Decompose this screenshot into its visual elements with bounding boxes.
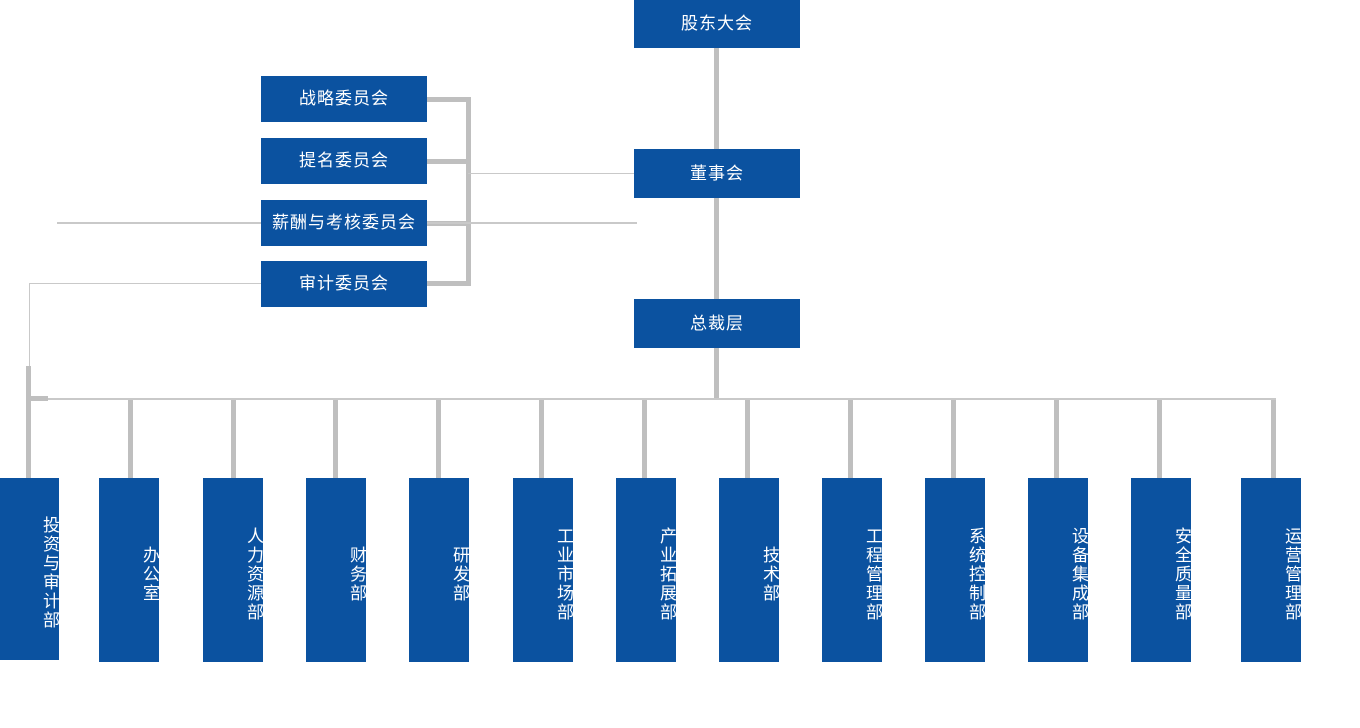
node-committee-nomination[interactable]: 提名委员会 [261,138,427,184]
connector-audit-to-left-rail [29,283,261,284]
node-committee-audit[interactable]: 审计委员会 [261,261,427,307]
node-dept-industry-expansion[interactable]: 产业拓展部 [616,478,676,662]
connector-board-to-president [714,196,719,300]
connector-drop-dept-13 [1271,400,1276,480]
node-dept-equipment-integration[interactable]: 设备集成部 [1028,478,1088,662]
node-label: 审计委员会 [299,274,389,294]
connector-drop-dept-3 [231,400,236,480]
node-label: 研发部 [450,545,469,603]
node-label: 人力资源部 [244,526,263,622]
node-label: 战略委员会 [299,89,389,109]
node-label: 投资与审计部 [40,516,59,630]
node-label: 产业拓展部 [657,526,676,622]
node-committee-remuneration-appraisal[interactable]: 薪酬与考核委员会 [261,200,427,246]
node-dept-human-resources[interactable]: 人力资源部 [203,478,263,662]
connector-committee-bus-vertical [466,97,471,286]
connector-committee-stub-nomination [427,159,471,164]
node-label: 技术部 [760,545,779,603]
connector-drop-dept-9 [848,400,853,480]
node-dept-investment-audit[interactable]: 投资与审计部 [0,478,59,660]
connector-drop-dept-12 [1157,400,1162,480]
node-label: 工业市场部 [554,526,573,622]
connector-drop-dept-11 [1054,400,1059,480]
connector-shareholders-to-board [714,44,719,154]
node-label: 薪酬与考核委员会 [272,213,416,233]
node-label: 运营管理部 [1282,526,1301,622]
node-label: 提名委员会 [299,151,389,171]
node-dept-finance[interactable]: 财务部 [306,478,366,662]
node-label: 总裁层 [690,313,744,333]
node-label: 股东大会 [681,14,753,34]
node-dept-safety-quality[interactable]: 安全质量部 [1131,478,1191,662]
node-label: 办公室 [140,545,159,603]
node-committee-strategy[interactable]: 战略委员会 [261,76,427,122]
node-label: 系统控制部 [966,526,985,622]
connector-committees-to-board [468,173,635,174]
connector-committee-stub-audit [427,281,471,286]
connector-drop-dept-10 [951,400,956,480]
connector-left-rail-vertical-upper [29,283,30,366]
connector-president-to-bus [714,346,719,400]
connector-drop-dept-7 [642,400,647,480]
node-label: 安全质量部 [1172,526,1191,622]
connector-drop-dept-2 [128,400,133,480]
node-label: 工程管理部 [863,526,882,622]
connector-left-rail-vertical-lower [26,366,31,400]
connector-drop-dept-1 [26,400,31,480]
node-dept-technology[interactable]: 技术部 [719,478,779,662]
connector-department-bus-cap [26,396,48,401]
connector-committee-stub-strategy [427,97,471,102]
node-dept-system-control[interactable]: 系统控制部 [925,478,985,662]
node-dept-engineering-management[interactable]: 工程管理部 [822,478,882,662]
node-dept-industrial-market[interactable]: 工业市场部 [513,478,573,662]
node-shareholders-meeting[interactable]: 股东大会 [634,0,800,48]
connector-drop-dept-8 [745,400,750,480]
connector-drop-dept-6 [539,400,544,480]
node-president-office[interactable]: 总裁层 [634,299,800,348]
node-label: 董事会 [690,163,744,183]
node-board-of-directors[interactable]: 董事会 [634,149,800,198]
connector-drop-dept-4 [333,400,338,480]
connector-department-bus [28,398,1276,400]
node-dept-research-development[interactable]: 研发部 [409,478,469,662]
connector-drop-dept-5 [436,400,441,480]
node-label: 财务部 [347,545,366,603]
node-dept-operations-management[interactable]: 运营管理部 [1241,478,1301,662]
node-dept-office[interactable]: 办公室 [99,478,159,662]
node-label: 设备集成部 [1069,526,1088,622]
